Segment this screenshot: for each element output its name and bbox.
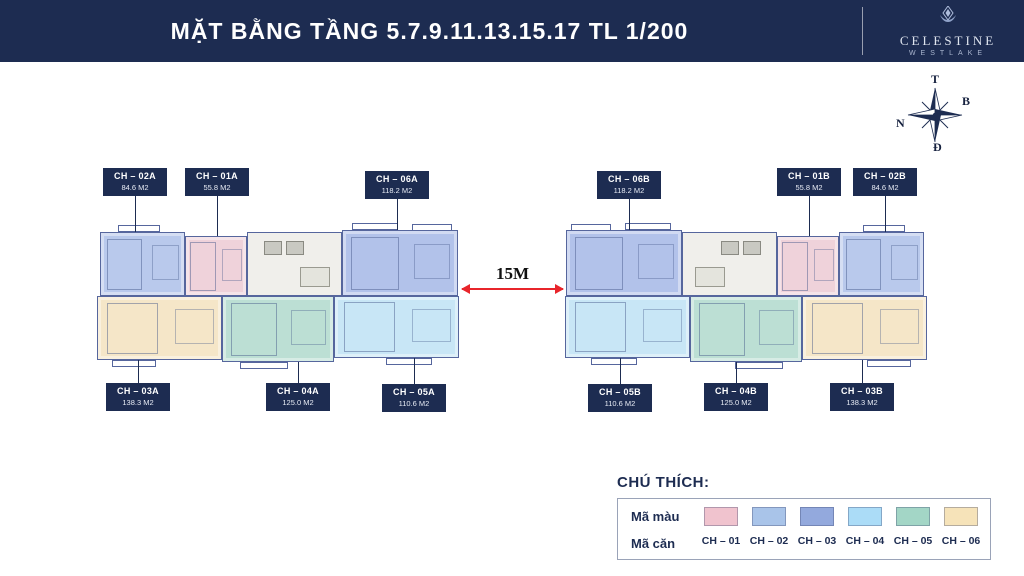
compass-letter-left: N — [896, 116, 905, 130]
building-core-b — [682, 232, 777, 296]
balcony — [352, 223, 398, 230]
balcony — [571, 224, 611, 231]
unit-ch-02a — [100, 232, 185, 296]
unit-ch-05b — [565, 296, 690, 358]
elevator-shaft — [721, 241, 739, 255]
leader-line — [138, 360, 139, 383]
balcony — [118, 225, 160, 232]
unit-ch-06b — [566, 230, 682, 296]
elevator-shaft — [743, 241, 761, 255]
distance-label: 15M — [495, 264, 530, 283]
balcony — [867, 360, 911, 367]
elevator-shaft — [286, 241, 304, 255]
legend-color-row-label: Mã màu — [631, 509, 680, 524]
leader-line — [809, 194, 810, 236]
brand-name: CELESTINE — [899, 32, 997, 48]
compass-letter-top: T — [931, 72, 940, 86]
balcony — [112, 360, 156, 367]
leader-line — [414, 358, 415, 384]
balcony — [386, 358, 432, 365]
balcony — [625, 223, 671, 230]
header-divider — [862, 7, 863, 55]
legend-code-ch-01: CH – 01 — [701, 535, 741, 547]
compass-rose: T B N Đ — [896, 72, 971, 154]
unit-ch-04b — [690, 296, 802, 362]
leader-line — [885, 194, 886, 232]
stairwell — [300, 267, 330, 287]
legend-code-ch-04: CH – 04 — [845, 535, 885, 547]
legend-swatch-ch-03 — [800, 507, 834, 526]
balcony — [863, 225, 905, 232]
legend-code-ch-05: CH – 05 — [893, 535, 933, 547]
balcony — [412, 224, 452, 231]
compass-letter-bottom: Đ — [933, 140, 942, 154]
distance-arrow — [461, 284, 564, 294]
lotus-diamond-icon — [937, 4, 959, 31]
brand-subname: WESTLAKE — [908, 49, 988, 57]
leader-line — [217, 194, 218, 236]
unit-ch-04a — [222, 296, 334, 362]
balcony — [591, 358, 637, 365]
leader-line — [298, 362, 299, 383]
page-title: MẶT BẰNG TẦNG 5.7.9.11.13.15.17 TL 1/200 — [170, 17, 689, 44]
legend-swatch-ch-06 — [944, 507, 978, 526]
leader-line — [736, 362, 737, 383]
balcony — [240, 362, 288, 369]
legend-swatch-ch-02 — [752, 507, 786, 526]
unit-ch-06a — [342, 230, 458, 296]
compass-star-icon — [907, 87, 963, 143]
brand-logo: CELESTINE WESTLAKE — [874, 0, 1022, 62]
unit-ch-01b — [777, 236, 839, 296]
legend-code-ch-03: CH – 03 — [797, 535, 837, 547]
elevator-shaft — [264, 241, 282, 255]
balcony — [735, 362, 783, 369]
legend-swatch-ch-05 — [896, 507, 930, 526]
building-core-a — [247, 232, 342, 296]
leader-line — [397, 197, 398, 230]
legend-code-ch-06: CH – 06 — [941, 535, 981, 547]
leader-line — [135, 194, 136, 232]
compass-letter-right: B — [962, 94, 971, 108]
unit-ch-02b — [839, 232, 924, 296]
leader-line — [629, 197, 630, 230]
legend-code-ch-02: CH – 02 — [749, 535, 789, 547]
header-bar: MẶT BẰNG TẦNG 5.7.9.11.13.15.17 TL 1/200… — [0, 0, 1024, 62]
unit-ch-03a — [97, 296, 222, 360]
legend-swatch-ch-01 — [704, 507, 738, 526]
legend-title: CHÚ THÍCH: — [617, 474, 710, 491]
unit-ch-01a — [185, 236, 247, 296]
unit-ch-05a — [334, 296, 459, 358]
legend-box: Mã màu Mã căn CH – 01 CH – 02 CH – 03 CH… — [617, 498, 991, 560]
unit-ch-03b — [802, 296, 927, 360]
stairwell — [695, 267, 725, 287]
legend-code-row-label: Mã căn — [631, 536, 676, 551]
leader-line — [862, 360, 863, 383]
leader-line — [620, 358, 621, 384]
legend-swatch-ch-04 — [848, 507, 882, 526]
